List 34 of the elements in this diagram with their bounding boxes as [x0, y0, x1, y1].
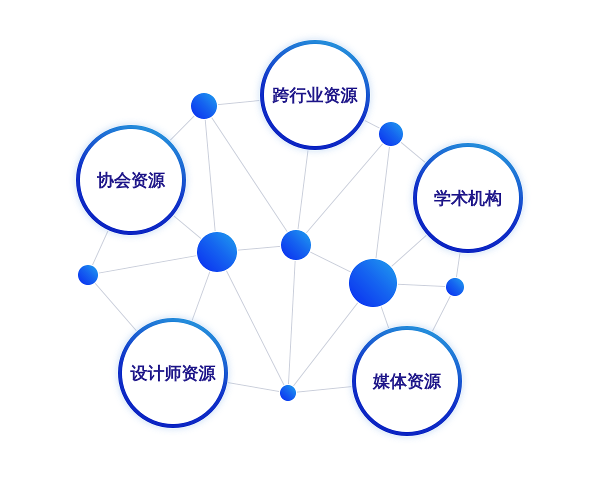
connector-line	[226, 270, 284, 386]
connector-line	[376, 146, 390, 259]
connector-line	[391, 234, 427, 267]
connector-line	[204, 119, 216, 232]
connector-line	[293, 302, 358, 386]
connector-line	[364, 120, 380, 129]
connector-line	[94, 282, 137, 332]
connector-line	[380, 306, 390, 329]
network-dot	[78, 265, 98, 285]
connector-line	[211, 117, 288, 232]
connector-line	[228, 382, 280, 392]
connector-line	[306, 143, 384, 234]
connector-line	[173, 215, 202, 240]
connector-line	[92, 230, 108, 266]
network-dot	[281, 230, 311, 260]
network-dot	[197, 232, 237, 272]
network-dot	[280, 385, 296, 401]
network-dot	[349, 259, 397, 307]
connector-line	[400, 142, 426, 163]
connector-line	[298, 150, 308, 230]
connector-line	[456, 252, 460, 278]
connector-line	[217, 100, 260, 106]
connector-line	[310, 252, 352, 272]
network-dot	[446, 278, 464, 296]
connector-line	[192, 271, 210, 321]
connector-line	[288, 260, 296, 385]
connector-line	[98, 255, 197, 274]
connector-line	[397, 284, 446, 288]
connector-line	[432, 295, 451, 332]
connector-line	[237, 246, 281, 251]
network-dot	[191, 93, 217, 119]
connector-line	[170, 115, 195, 141]
connector-line	[296, 386, 352, 393]
network-dot	[379, 122, 403, 146]
